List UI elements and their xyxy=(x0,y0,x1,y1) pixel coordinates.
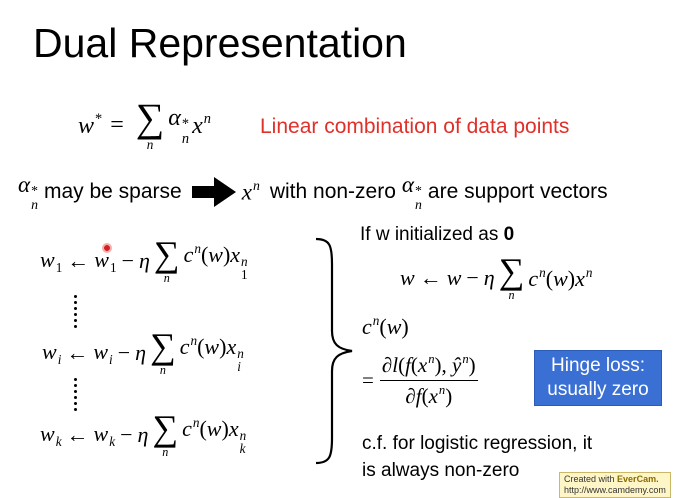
cn-derivative: = ∂l(f(xn), ŷn) ∂f(xn) xyxy=(362,352,478,408)
right-brace xyxy=(315,237,353,465)
hinge-loss-box: Hinge loss: usually zero xyxy=(534,350,662,406)
init-text: If w initialized as xyxy=(360,224,499,245)
hinge-line1: Hinge loss: xyxy=(551,355,645,376)
evercam-brand: EverCam. xyxy=(617,474,659,484)
slide-title: Dual Representation xyxy=(33,20,407,66)
logistic-note: c.f. for logistic regression, it is alwa… xyxy=(362,430,592,484)
support-text-end: are support vectors xyxy=(427,180,608,204)
logistic-line2: is always non-zero xyxy=(362,460,520,481)
vertical-ellipsis xyxy=(74,378,78,414)
hinge-line2: usually zero xyxy=(547,379,649,400)
sparse-text: may be sparse xyxy=(43,180,182,204)
support-text: with non-zero xyxy=(269,180,396,204)
evercam-watermark[interactable]: Created with EverCam. http://www.camdemy… xyxy=(559,472,671,498)
arrow-icon xyxy=(191,177,236,208)
update-w-vector: w ← w − η ∑n cn(w)xn xyxy=(400,251,593,303)
dual-equation: w* = ∑n α*n xn xyxy=(78,95,211,152)
sparse-line: α*n may be sparse xn with non-zero α*n a… xyxy=(18,172,608,213)
init-line: If w initialized as 0 xyxy=(360,224,514,246)
logistic-line1: c.f. for logistic regression, it xyxy=(362,433,593,454)
vertical-ellipsis xyxy=(74,295,78,331)
cn-of-w: cn(w) xyxy=(362,313,409,340)
watermark-url: http://www.camdemy.com xyxy=(564,485,666,495)
linear-combination-note: Linear combination of data points xyxy=(260,115,570,138)
pointer-dot xyxy=(102,243,112,253)
init-zero: 0 xyxy=(503,224,515,245)
